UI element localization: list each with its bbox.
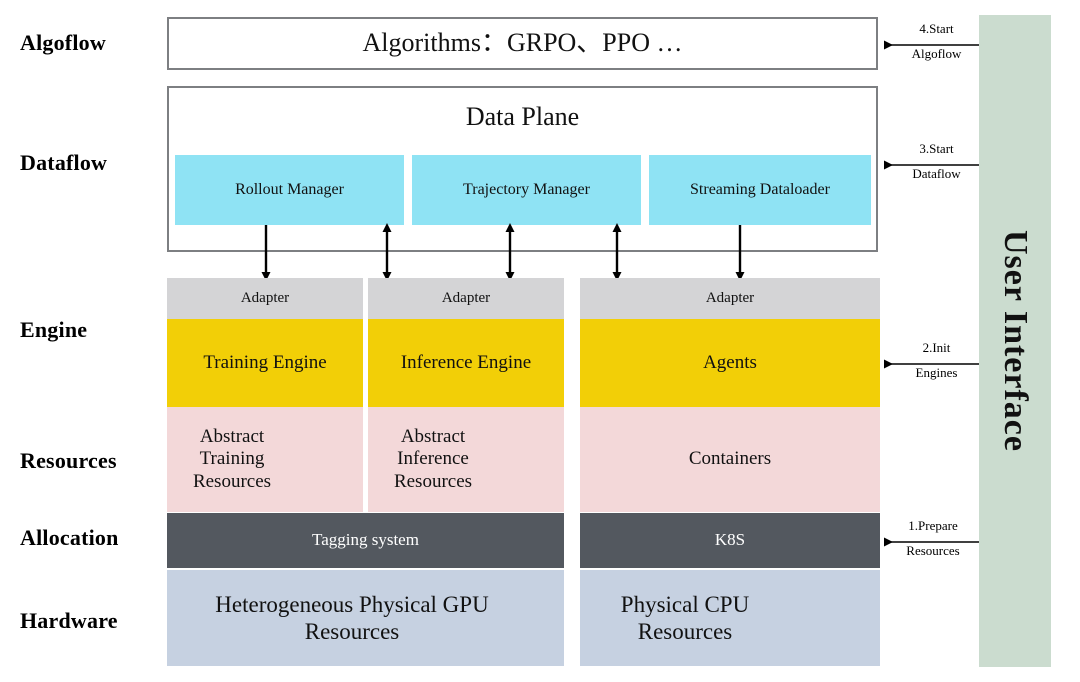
tagging-system-box[interactable]: Tagging system — [167, 513, 564, 568]
training-engine-box[interactable]: Training Engine — [167, 319, 363, 407]
annotation-start-algoflow-line1: 4.Start — [919, 21, 954, 36]
algoflow-text: Algorithms：GRPO、PPO … — [362, 28, 683, 58]
annotation-start-dataflow-line2: Dataflow — [912, 166, 961, 181]
user-interface-label: User Interface — [997, 229, 1034, 453]
adapter-inference-box[interactable]: Adapter — [368, 278, 564, 319]
adapter-agents-label: Adapter — [705, 289, 755, 306]
adapter-training-box[interactable]: Adapter — [167, 278, 363, 319]
trajectory-manager-box[interactable]: Trajectory Manager — [412, 155, 641, 225]
trajectory-manager-label: Trajectory Manager — [463, 180, 590, 198]
inference-engine-label: Inference Engine — [400, 351, 532, 373]
user-interface-panel[interactable]: User Interface — [979, 15, 1051, 667]
inference-engine-box[interactable]: Inference Engine — [368, 319, 564, 407]
gpu-resources-box[interactable]: Heterogeneous Physical GPU Resources — [167, 570, 564, 666]
annotation-init-engines-line2: Engines — [915, 365, 958, 380]
abstract-training-resources-label: Abstract Training Resources — [192, 425, 272, 492]
annotation-prepare-resources-line1: 1.Prepare — [908, 518, 958, 533]
cpu-resources-label: Physical CPU Resources — [620, 591, 750, 644]
containers-box[interactable]: Containers — [580, 407, 880, 512]
row-label-algoflow: Algoflow — [20, 30, 106, 55]
row-label-resources: Resources — [20, 448, 117, 473]
data-plane-title: Data Plane — [465, 102, 580, 131]
row-label-allocation: Allocation — [20, 525, 119, 550]
algoflow-panel: Algorithms：GRPO、PPO … — [167, 17, 878, 70]
row-label-dataflow: Dataflow — [20, 150, 108, 175]
adapter-inference-label: Adapter — [441, 289, 491, 306]
abstract-training-resources-box[interactable]: Abstract Training Resources — [167, 407, 363, 512]
annotation-init-engines: 2.Init Engines — [884, 339, 979, 391]
k8s-box[interactable]: K8S — [580, 513, 880, 568]
agents-label: Agents — [703, 351, 757, 373]
adapter-training-label: Adapter — [240, 289, 290, 306]
abstract-inference-resources-box[interactable]: Abstract Inference Resources — [368, 407, 564, 512]
annotation-init-engines-line1: 2.Init — [922, 340, 951, 355]
agents-box[interactable]: Agents — [580, 319, 880, 407]
streaming-dataloader-box[interactable]: Streaming Dataloader — [649, 155, 871, 225]
row-label-hardware: Hardware — [20, 608, 118, 633]
annotation-start-algoflow: 4.Start Algoflow — [884, 20, 979, 72]
abstract-inference-resources-label: Abstract Inference Resources — [393, 425, 473, 492]
annotation-start-dataflow: 3.Start Dataflow — [884, 140, 979, 192]
k8s-label: K8S — [714, 530, 746, 550]
row-label-engine: Engine — [20, 317, 88, 342]
tagging-system-label: Tagging system — [312, 530, 419, 550]
adapter-agents-box[interactable]: Adapter — [580, 278, 880, 319]
cpu-resources-box[interactable]: Physical CPU Resources — [580, 570, 880, 666]
annotation-start-dataflow-line1: 3.Start — [919, 141, 954, 156]
rollout-manager-box[interactable]: Rollout Manager — [175, 155, 404, 225]
streaming-dataloader-label: Streaming Dataloader — [690, 180, 830, 198]
training-engine-label: Training Engine — [203, 351, 327, 373]
annotation-prepare-resources: 1.Prepare Resources — [884, 517, 979, 569]
annotation-start-algoflow-line2: Algoflow — [911, 46, 962, 61]
containers-label: Containers — [688, 448, 772, 470]
gpu-resources-label: Heterogeneous Physical GPU Resources — [215, 591, 489, 644]
rollout-manager-label: Rollout Manager — [235, 180, 344, 198]
annotation-prepare-resources-line2: Resources — [906, 543, 960, 558]
